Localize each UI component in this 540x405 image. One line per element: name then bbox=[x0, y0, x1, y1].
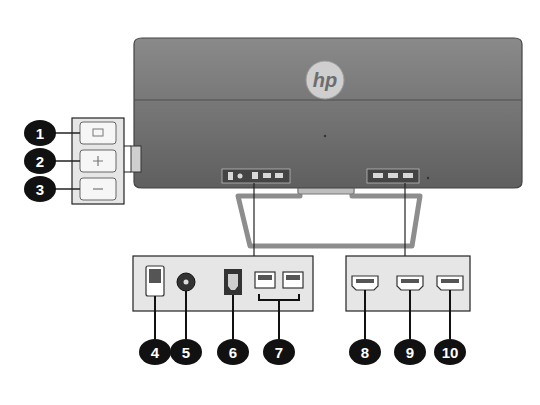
port-strip-ports bbox=[373, 173, 383, 178]
port-detail-left bbox=[146, 266, 164, 296]
leader-line bbox=[155, 290, 450, 339]
button-panel bbox=[80, 150, 116, 172]
leader-line bbox=[154, 296, 156, 339]
port-detail-left bbox=[228, 274, 238, 290]
port-detail-left bbox=[133, 256, 313, 311]
side-buttons bbox=[131, 146, 141, 172]
brand-logo: hp bbox=[303, 61, 347, 99]
port-detail-right bbox=[437, 276, 463, 290]
bracket bbox=[259, 294, 299, 300]
leader-line bbox=[124, 146, 131, 172]
port-detail-right bbox=[441, 279, 459, 283]
button-panel bbox=[93, 156, 103, 166]
port-strip bbox=[367, 169, 419, 183]
leader-line bbox=[232, 295, 234, 339]
port-strip-ports bbox=[238, 174, 243, 179]
port-detail-right bbox=[397, 276, 423, 290]
callout-number: 2 bbox=[24, 148, 56, 174]
side-buttons bbox=[131, 146, 141, 172]
monitor-back bbox=[324, 135, 326, 137]
port-detail-left bbox=[133, 256, 313, 311]
port-detail-left bbox=[177, 273, 195, 291]
button-panel bbox=[93, 129, 103, 136]
leader-line bbox=[278, 300, 280, 339]
stand bbox=[238, 188, 420, 246]
port-strip-ports bbox=[252, 172, 258, 179]
port-strip bbox=[222, 169, 419, 183]
port-detail-right bbox=[401, 279, 419, 283]
leader-line bbox=[404, 183, 405, 256]
bracket bbox=[259, 294, 299, 300]
stand bbox=[238, 188, 420, 246]
port-strip-ports bbox=[228, 172, 413, 180]
leader-line bbox=[364, 290, 366, 339]
callout-number: 10 bbox=[434, 339, 466, 365]
leader-line bbox=[53, 133, 80, 189]
leader-line bbox=[409, 290, 411, 339]
leader-line bbox=[124, 146, 131, 172]
port-detail-left bbox=[149, 269, 161, 283]
callout-number: 8 bbox=[349, 339, 381, 365]
port-detail-right bbox=[356, 279, 374, 283]
callout-number: 5 bbox=[170, 339, 202, 365]
port-strip-ports bbox=[388, 173, 398, 178]
port-detail-left bbox=[283, 272, 303, 288]
leader-line bbox=[254, 183, 405, 256]
port-strip-ports bbox=[275, 173, 283, 178]
leader-line bbox=[449, 290, 451, 339]
port-detail-right bbox=[352, 276, 378, 290]
monitor-back bbox=[134, 38, 522, 188]
button-panel bbox=[80, 122, 116, 144]
leader-line bbox=[53, 160, 80, 162]
leader-line bbox=[53, 188, 80, 190]
port-strip-ports bbox=[228, 172, 233, 180]
port-strip bbox=[222, 169, 290, 183]
leader-line bbox=[253, 183, 254, 256]
port-strip-ports bbox=[263, 173, 271, 178]
button-panel bbox=[80, 178, 116, 200]
port-detail-left bbox=[286, 275, 300, 280]
port-detail-left bbox=[258, 275, 272, 280]
callout-number: 4 bbox=[139, 339, 171, 365]
port-detail-left bbox=[224, 269, 242, 295]
port-detail-left bbox=[184, 280, 189, 285]
monitor-back bbox=[134, 100, 522, 101]
button-panel bbox=[93, 188, 103, 189]
monitor-back bbox=[134, 38, 522, 188]
monitor-back bbox=[427, 177, 429, 179]
callout-number: 7 bbox=[263, 339, 295, 365]
callout-number: 3 bbox=[24, 176, 56, 202]
callout-number: 6 bbox=[217, 339, 249, 365]
leader-line bbox=[53, 132, 80, 134]
callout-number: 1 bbox=[24, 120, 56, 146]
port-strip-ports bbox=[403, 173, 413, 178]
callout-number: 9 bbox=[394, 339, 426, 365]
leader-line bbox=[185, 291, 187, 339]
port-detail-left bbox=[255, 272, 275, 288]
